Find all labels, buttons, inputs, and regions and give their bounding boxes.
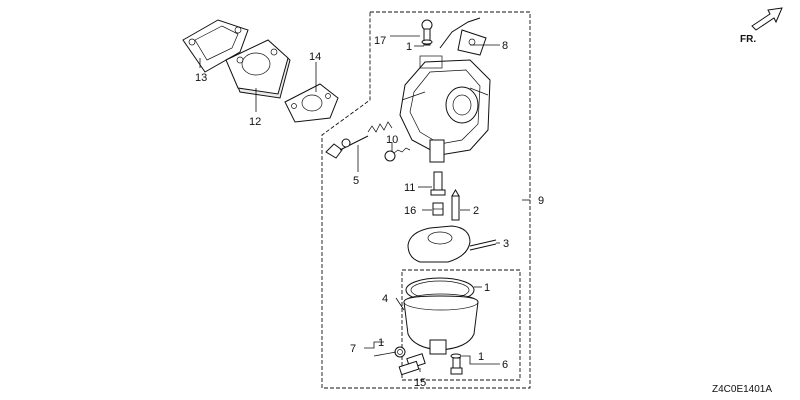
label-11: 11 [404,182,415,194]
front-direction-label: FR. [740,34,756,45]
label-5: 5 [353,175,359,187]
label-8: 8 [502,40,508,52]
label-16: 16 [404,205,416,217]
drain-screw-10 [384,147,411,162]
bowl-bolt-6 [450,353,463,375]
part-labels: 13 12 14 17 1 8 10 5 11 16 2 9 3 1 4 1 7… [195,35,544,389]
drain-plug-7 [394,346,406,358]
drain-tube-15 [398,353,426,376]
assembly-boundary [321,11,531,389]
label-14: 14 [309,51,321,63]
label-1-bolt: 1 [478,351,484,363]
label-9: 9 [538,195,544,207]
label-13: 13 [195,72,207,84]
label-1-top: 1 [406,41,412,53]
label-1-bowl: 1 [484,282,490,294]
diagram-code: Z4C0E1401A [712,384,772,395]
main-nozzle-11 [430,171,446,196]
label-6: 6 [502,359,508,371]
label-17: 17 [374,35,386,47]
float-bowl [403,293,479,355]
label-7: 7 [350,343,356,355]
screw-17 [421,19,433,46]
label-12: 12 [249,116,261,128]
label-2: 2 [473,205,479,217]
label-4: 4 [382,293,388,305]
label-3: 3 [503,238,509,250]
choke-lever-8 [439,17,487,56]
gasket-14 [284,83,339,123]
front-direction-arrow [751,7,783,31]
float-3 [407,225,497,263]
label-1-drain: 1 [378,337,384,349]
gasket-13 [182,19,249,73]
leader-lines [199,35,530,372]
slow-jet-2 [451,189,460,221]
label-10: 10 [386,134,398,146]
pilot-screw-5 [325,121,393,159]
main-jet-16 [432,202,444,216]
carburetor-body [399,55,491,163]
label-15: 15 [414,377,426,389]
insulator-12 [225,39,291,99]
